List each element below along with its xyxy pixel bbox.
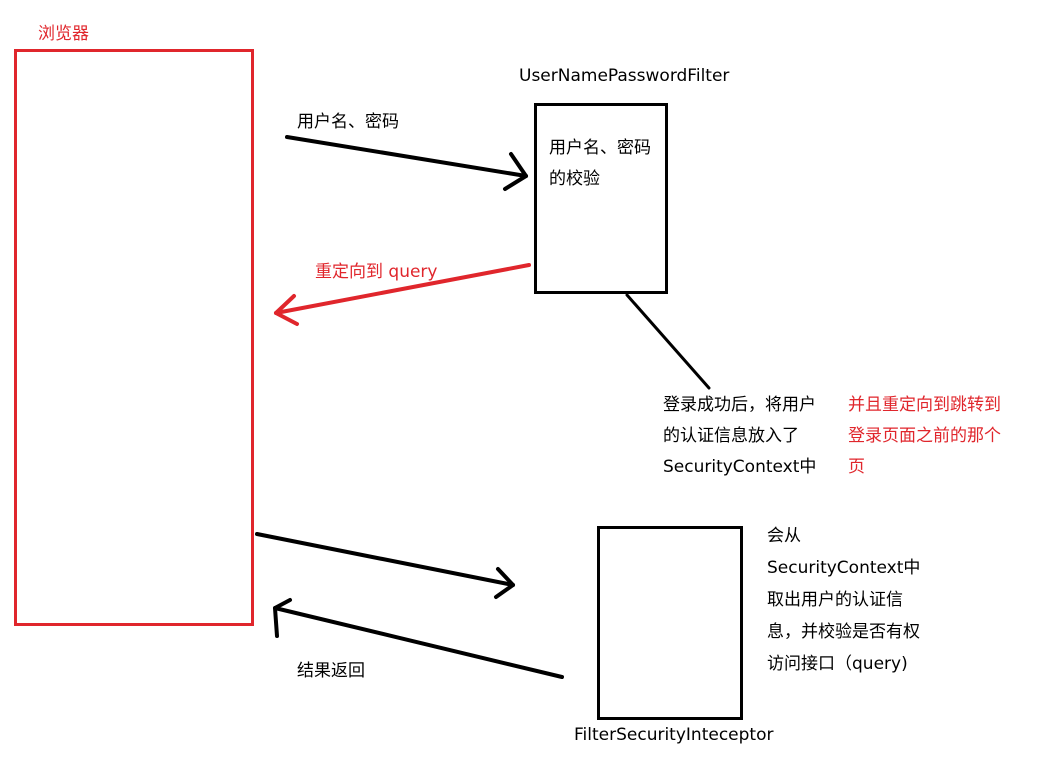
interceptor-note-line-2: SecurityContext中 <box>767 558 921 578</box>
redirect-arrow <box>274 263 531 326</box>
interceptor-note-line-4: 息，并校验是否有权 <box>767 622 920 642</box>
login-note-connector <box>625 293 711 390</box>
interceptor-note-line-5: 访问接口（query) <box>767 654 908 674</box>
login-note-line-3: SecurityContext中 <box>663 457 817 477</box>
browser-box <box>14 49 254 626</box>
filter-text-line-2: 的校验 <box>549 169 600 189</box>
result-arrow <box>273 598 564 679</box>
browser-label: 浏览器 <box>38 24 89 44</box>
redirect-note-line-2: 登录页面之前的那个 <box>848 426 1001 446</box>
username-filter-box: 用户名、密码 的校验 <box>534 103 668 294</box>
redirect-note-line-1: 并且重定向到跳转到 <box>848 395 1001 415</box>
request-arrow <box>255 532 515 599</box>
security-interceptor-title: FilterSecurityInteceptor <box>574 725 774 745</box>
login-note-line-1: 登录成功后，将用户 <box>663 395 816 415</box>
security-interceptor-box <box>597 526 743 720</box>
filter-text-line-1: 用户名、密码 <box>549 138 651 158</box>
credentials-label: 用户名、密码 <box>297 112 399 132</box>
redirect-note-line-3: 页 <box>848 457 865 477</box>
login-note-line-2: 的认证信息放入了 <box>663 426 799 446</box>
username-filter-title: UserNamePasswordFilter <box>519 66 730 86</box>
interceptor-note-line-3: 取出用户的认证信 <box>767 590 903 610</box>
result-label: 结果返回 <box>297 661 365 681</box>
interceptor-note-line-1: 会从 <box>767 526 801 546</box>
redirect-label: 重定向到 query <box>315 262 438 282</box>
credentials-arrow <box>285 135 528 191</box>
